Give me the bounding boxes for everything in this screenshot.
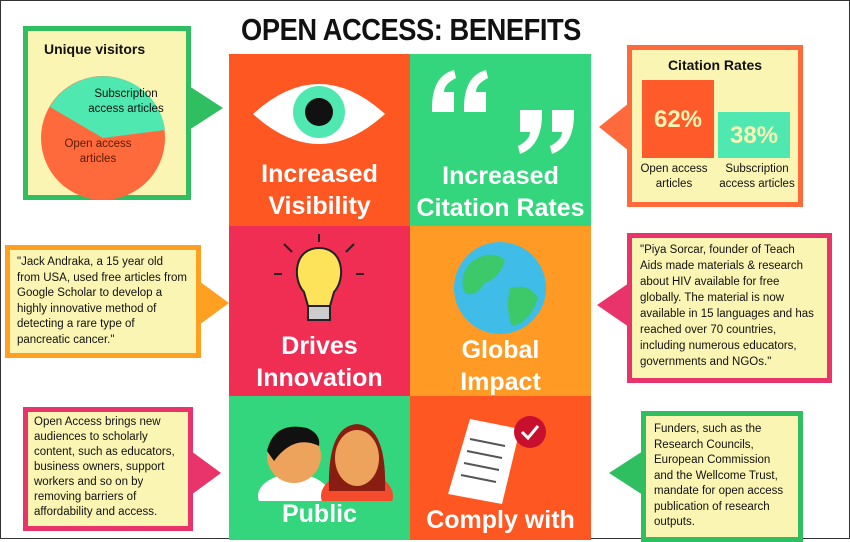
bar-open-access: 62% xyxy=(642,80,714,158)
quote-marks-icon xyxy=(432,70,574,154)
tile-label: Public xyxy=(281,500,357,528)
panel-heading: Unique visitors xyxy=(44,41,146,57)
panel-heading: Citation Rates xyxy=(667,57,763,73)
pointer-arrow xyxy=(597,283,629,327)
funders-text: Funders, such as the Research Councils, … xyxy=(641,411,803,542)
pointer-arrow xyxy=(609,451,643,495)
bar-label: Open access articles xyxy=(640,163,708,190)
eye-icon xyxy=(253,84,385,144)
slice-label: Subscription access articles xyxy=(88,88,164,115)
pointer-arrow xyxy=(189,86,223,130)
piya-sorcar-quote: "Piya Sorcar, founder of Teach Aids made… xyxy=(627,233,832,383)
unique-visitors-panel: Unique visitors Subscription access arti… xyxy=(23,26,191,200)
pie-chart xyxy=(41,76,165,200)
citation-rates-panel: Citation Rates 62% 38% Open access artic… xyxy=(627,45,803,207)
public-engagement-text: Open Access brings new audiences to scho… xyxy=(23,407,193,531)
tile-public: Public xyxy=(229,396,410,540)
bar-label: Subscription access articles xyxy=(719,163,795,190)
globe-icon xyxy=(454,242,546,334)
tile-comply-with: Comply with xyxy=(410,396,591,540)
pie-slice-subscription xyxy=(50,76,165,138)
pointer-arrow xyxy=(599,103,629,151)
page-title: OPEN ACCESS: BENEFITS xyxy=(241,12,581,47)
lightbulb-icon xyxy=(274,234,364,321)
bar-subscription: 38% xyxy=(718,112,790,158)
jack-andraka-quote: "Jack Andraka, a 15 year old from USA, u… xyxy=(5,245,201,358)
slice-label: Open access articles xyxy=(64,138,132,165)
certificate-document-icon xyxy=(448,416,546,504)
pointer-arrow xyxy=(199,281,229,325)
pointer-arrow xyxy=(191,451,221,495)
people-icon xyxy=(258,424,393,501)
tile-label: Comply with xyxy=(426,506,575,534)
